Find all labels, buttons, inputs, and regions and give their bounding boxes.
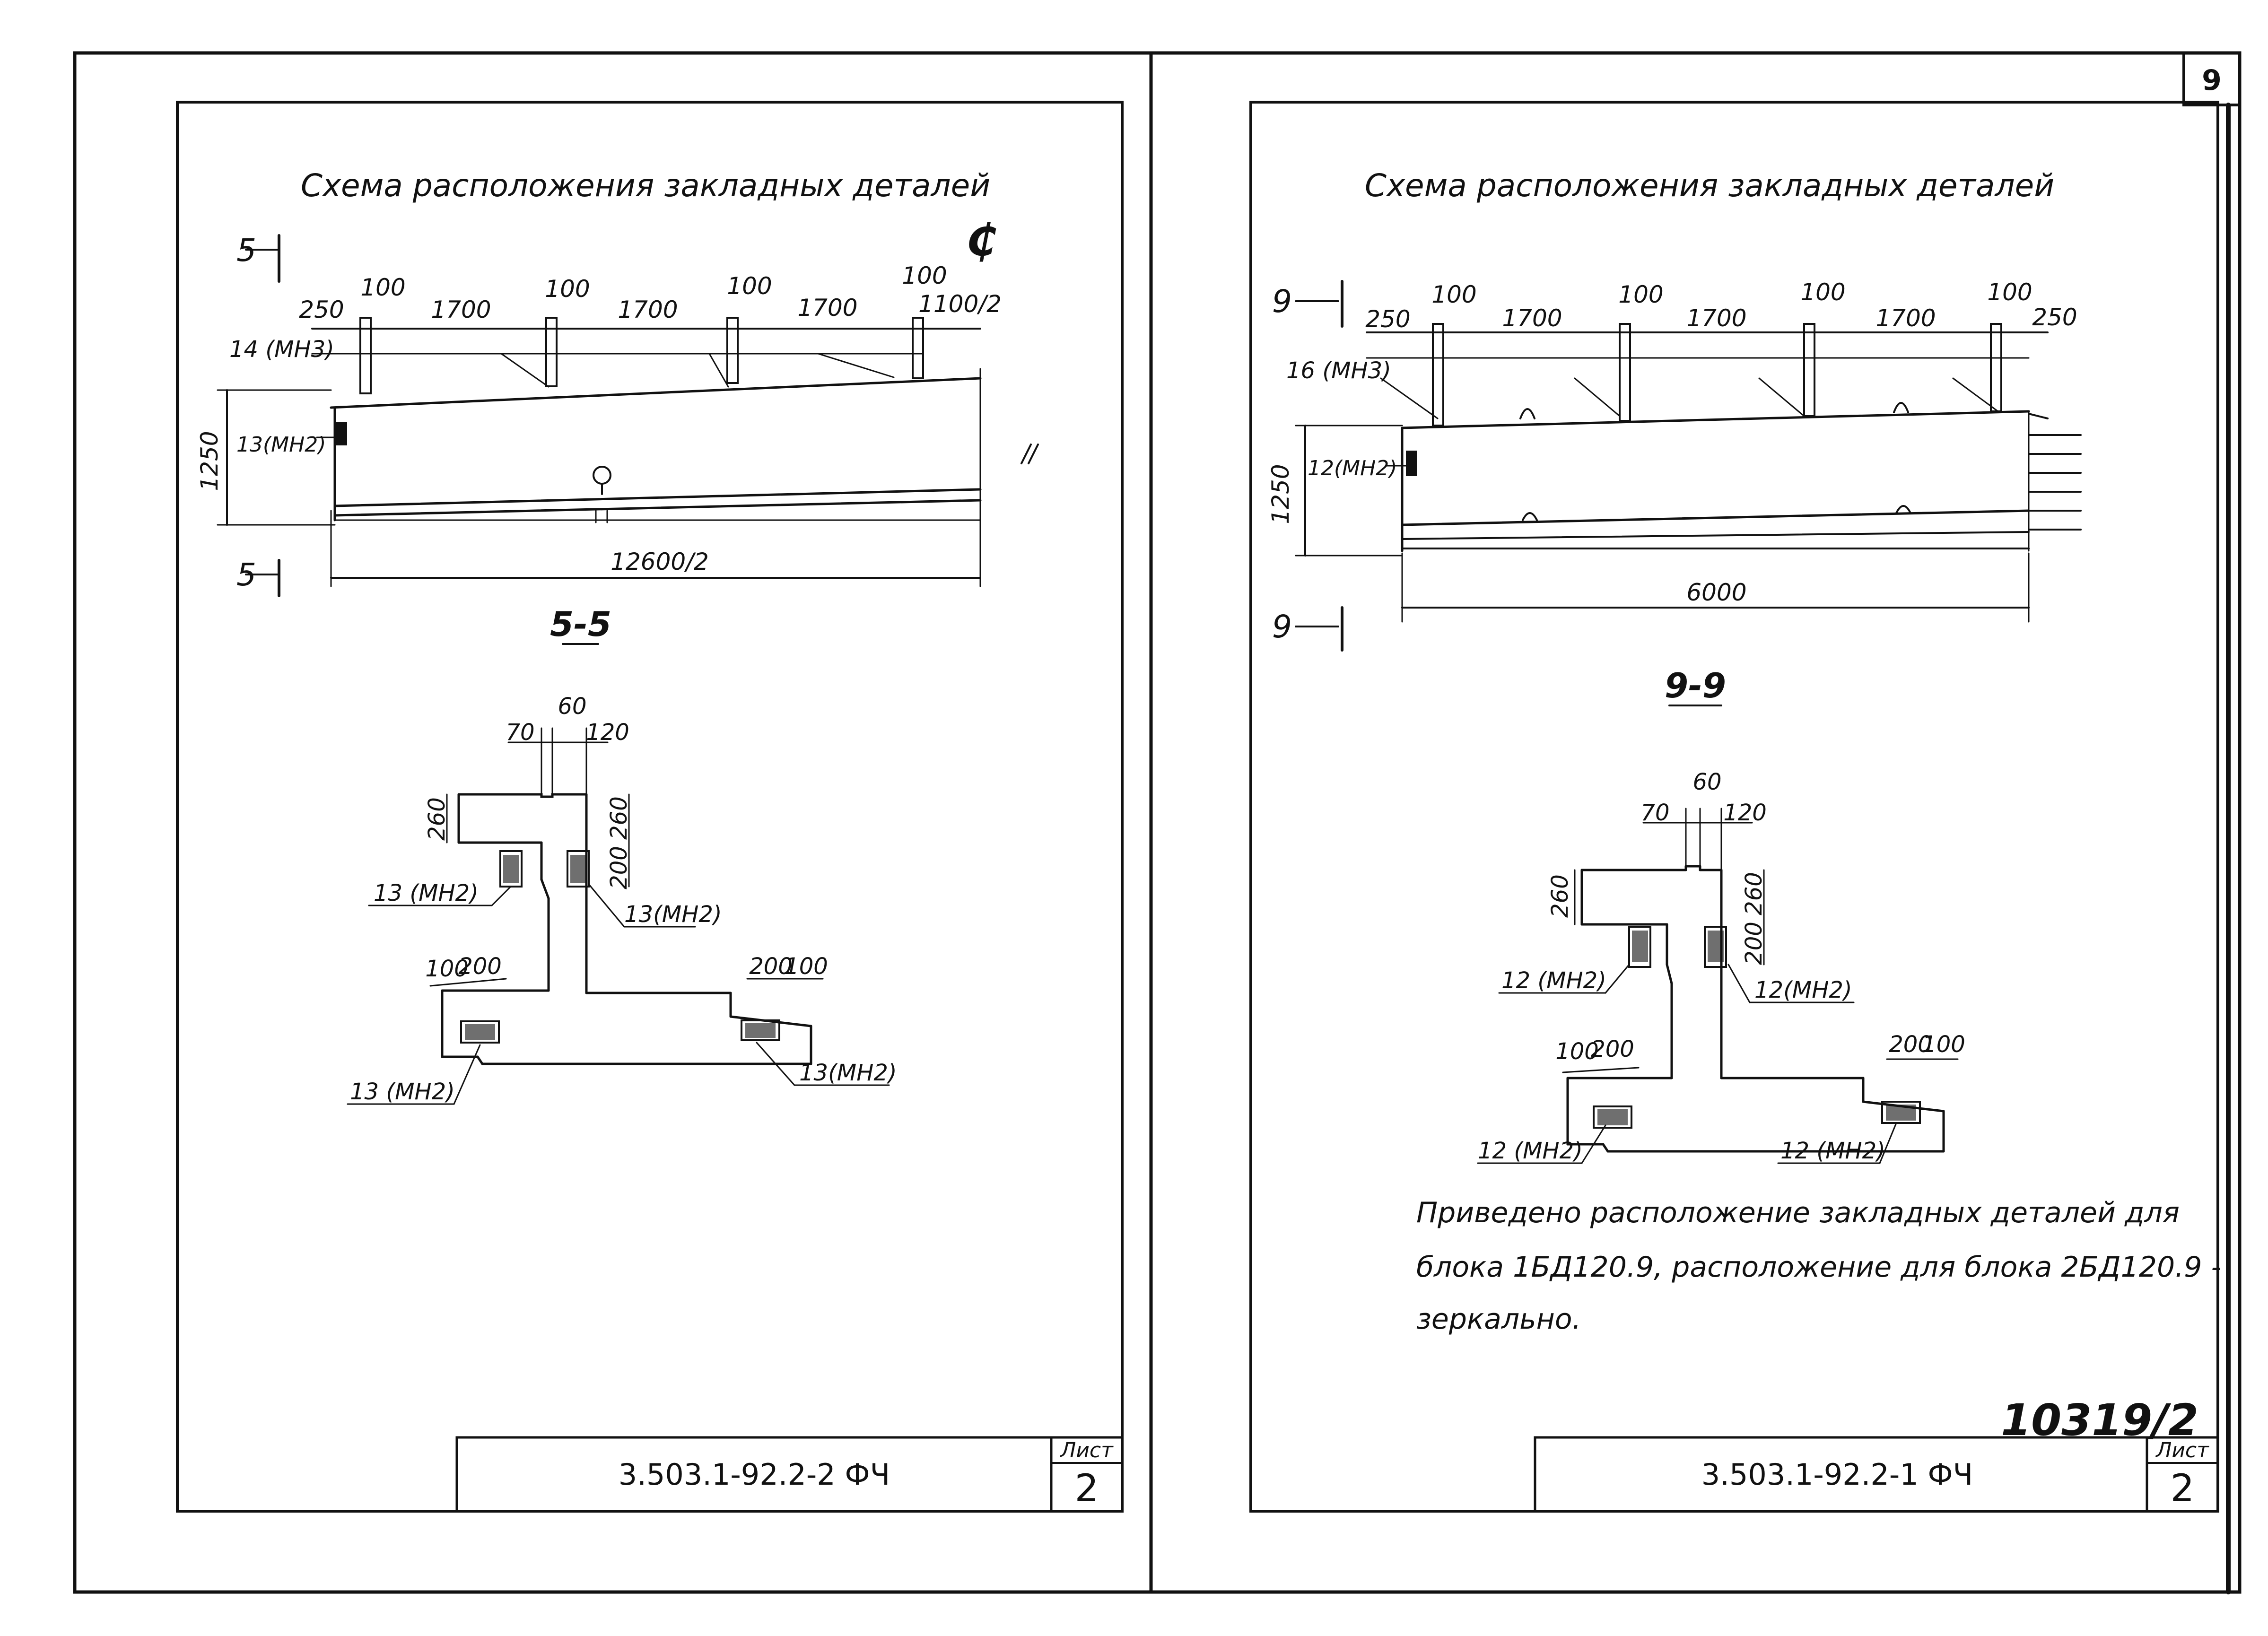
right-sec-dim-1: 60 [1692, 769, 1721, 795]
sheet-number: 9 [2202, 64, 2222, 97]
left-title: Схема расположения закладных деталей [301, 167, 990, 204]
left-list-label: Лист [1059, 1438, 1114, 1462]
dim-left-2: 1700 [431, 296, 491, 323]
left-sec-mark-0: 13 (МН2) [374, 880, 479, 906]
right-sec-dim-6: 100 [1555, 1038, 1599, 1065]
right-mark-top: 16 (МН3) [1286, 357, 1391, 384]
dim-right-3: 100 [1618, 281, 1663, 308]
note-line-1: Приведено расположение закладных деталей… [1416, 1196, 2180, 1229]
left-sec-dim-0: 70 [506, 719, 534, 746]
dim-right-6: 1700 [1875, 305, 1936, 332]
dim-left-3: 100 [545, 275, 590, 303]
dim-left-8: 1100/2 [918, 290, 1002, 318]
right-doc-code: 3.503.1-92.2-1 ФЧ [1701, 1457, 1973, 1492]
archive-stamp: 10319/2 [2001, 1395, 2198, 1445]
dim-left-1: 100 [360, 274, 405, 301]
right-section-title: 9-9 [1665, 666, 1726, 705]
right-sec-mark-1: 12(МН2) [1754, 977, 1852, 1003]
page-number-box [2182, 52, 2241, 106]
right-length-dim: 6000 [1686, 579, 1746, 606]
left-sec-dim-9: 100 [785, 953, 828, 980]
left-section-title: 5-5 [550, 604, 611, 644]
left-sec-dim-3: 260 [424, 797, 450, 841]
outer-frame [73, 51, 2242, 1594]
dim-right-8: 250 [2032, 304, 2077, 331]
left-mark-top: 14 (МН3) [229, 336, 334, 363]
right-sec-mark-2: 12 (МН2) [1478, 1138, 1583, 1164]
right-section-mark-bottom: 9 [1272, 609, 1292, 645]
dim-left-4: 1700 [618, 296, 678, 323]
dim-right-1: 100 [1431, 281, 1476, 308]
left-title-block [455, 1436, 1124, 1513]
left-height-dim: 1250 [196, 431, 223, 491]
right-sec-dim-0: 70 [1640, 800, 1669, 826]
left-sec-mark-3: 13(МН2) [799, 1060, 897, 1086]
right-sec-dim-8: 200 [1889, 1031, 1932, 1058]
right-title-block [1534, 1436, 2219, 1513]
left-doc-code: 3.503.1-92.2-2 ФЧ [619, 1457, 890, 1492]
right-sec-mark-3: 12 (МН2) [1780, 1138, 1885, 1164]
dim-right-0: 250 [1365, 305, 1410, 333]
dim-right-2: 1700 [1502, 305, 1562, 332]
right-title: Схема расположения закладных деталей [1365, 167, 2054, 204]
left-section-mark-top: 5 [236, 232, 256, 269]
left-section-mark-bottom: 5 [236, 557, 256, 593]
left-sec-mark-2: 13 (МН2) [350, 1079, 455, 1105]
left-sec-dim-6: 100 [425, 956, 469, 982]
left-section [347, 643, 890, 1105]
dim-left-6: 1700 [797, 294, 857, 322]
axis-symbol: ₵ [966, 215, 996, 266]
left-length-dim: 12600/2 [611, 548, 709, 575]
right-sec-dim-9: 100 [1922, 1031, 1965, 1058]
left-sec-dim-8: 200 [749, 953, 793, 980]
right-sec-dim-7: 200 [1591, 1036, 1634, 1062]
right-elevation [1295, 280, 2082, 652]
right-list-label: Лист [2155, 1438, 2209, 1462]
right-section [1477, 705, 1959, 1164]
note-line-3: зеркально. [1416, 1303, 1581, 1336]
dim-left-0: 250 [299, 296, 344, 323]
dim-right-5: 100 [1800, 278, 1845, 306]
left-elevation [217, 234, 1039, 597]
dim-right-7: 100 [1987, 278, 2032, 306]
left-sec-dim-2: 120 [586, 719, 629, 746]
dim-right-4: 1700 [1686, 305, 1746, 332]
left-list-number: 2 [1075, 1466, 1099, 1510]
note-line-2: блока 1БД120.9, расположение для блока 2… [1416, 1251, 2221, 1284]
right-list-number: 2 [2171, 1466, 2195, 1510]
right-sec-dim-2: 120 [1723, 800, 1767, 826]
dim-left-5: 100 [727, 272, 772, 300]
left-sec-mark-1: 13(МН2) [624, 901, 722, 928]
left-sec-dim-5: 260 [606, 796, 632, 840]
dim-left-7: 100 [902, 262, 947, 289]
right-section-mark-top: 9 [1272, 283, 1292, 320]
left-sec-dim-1: 60 [558, 693, 586, 720]
right-sec-mark-0: 12 (МН2) [1501, 967, 1606, 994]
right-sec-dim-3: 260 [1547, 874, 1573, 918]
left-sec-dim-4: 200 [606, 846, 632, 889]
right-sec-dim-5: 260 [1741, 872, 1767, 915]
left-sec-dim-7: 200 [458, 953, 502, 980]
left-mark-side: 13(МН2) [236, 433, 326, 457]
right-sec-dim-4: 200 [1741, 922, 1767, 965]
right-mark-side: 12(МН2) [1308, 456, 1397, 480]
right-height-dim: 1250 [1267, 464, 1294, 524]
